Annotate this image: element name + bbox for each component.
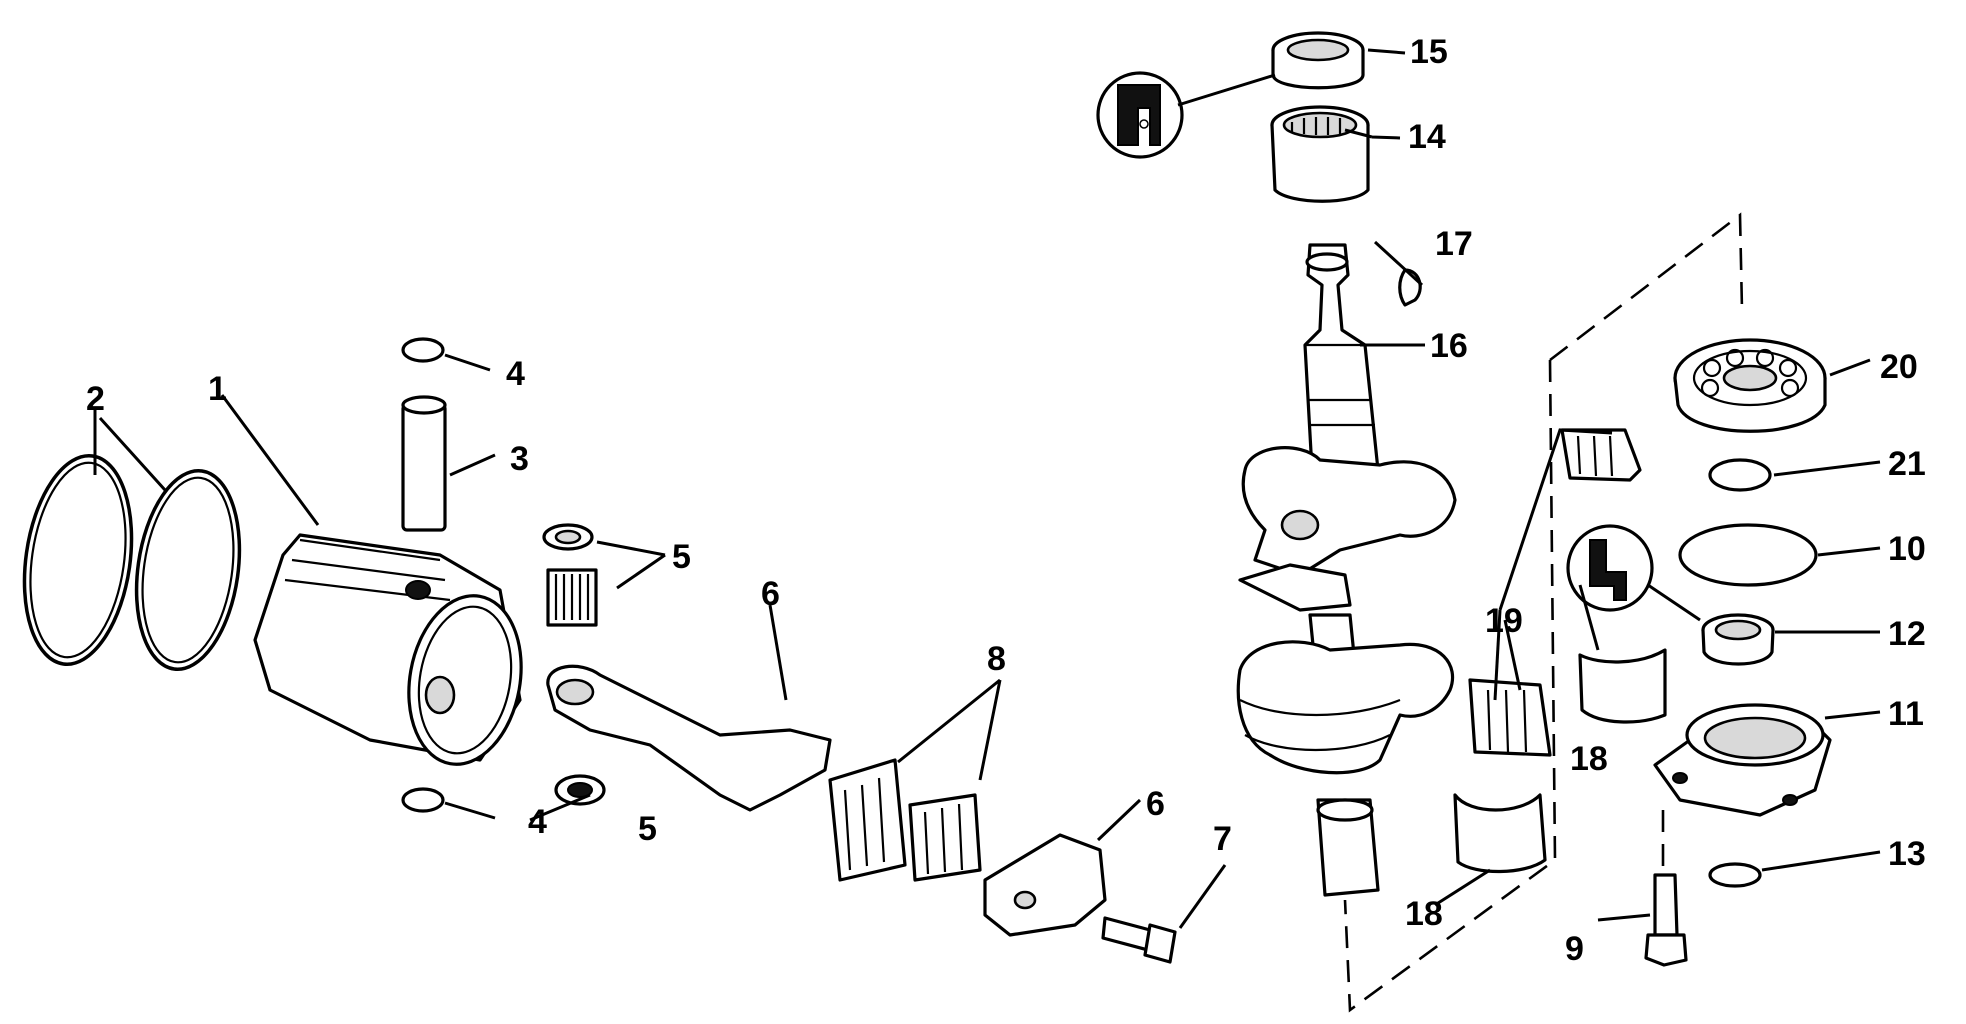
label-17: 17 [1435,225,1473,263]
label-9: 9 [1565,930,1584,968]
seal-profile-inset-lower [1566,524,1701,622]
rod-cap [983,833,1107,937]
leader-lines [93,48,1881,929]
assembly-dashed-lines [1343,212,1744,1013]
label-12: 12 [1888,615,1926,653]
label-8: 8 [987,640,1006,678]
snap-ring [1708,458,1772,492]
callout-labels: 1 2 3 4 5 6 8 6 7 4 5 15 14 17 16 19 18 … [86,33,1926,968]
main-bearing-cage-upper [1560,428,1642,482]
label-10: 10 [1888,530,1926,568]
label-19: 19 [1485,602,1523,640]
label-15: 15 [1410,33,1448,71]
bearing-housing [1653,703,1832,817]
label-6-cap: 6 [1146,785,1165,823]
label-2: 2 [86,380,105,418]
rod-bearing-cage-left [828,758,907,882]
label-1: 1 [208,370,227,408]
crankshaft [1236,243,1457,897]
pin-bearing-top [542,523,598,627]
lower-seal [1701,613,1775,666]
connecting-rod [546,664,832,812]
pin-bearing-bottom [554,774,606,806]
label-4-top: 4 [506,355,525,393]
housing-screw [1644,873,1688,967]
piston [253,533,523,766]
ball-bearing [1673,338,1827,433]
bearing-liner-lower [1453,793,1547,874]
label-18-lower: 18 [1405,895,1443,933]
label-13: 13 [1888,835,1926,873]
label-4-bottom: 4 [528,803,547,841]
o-ring [1678,523,1818,587]
rod-bolt [1101,916,1177,964]
retaining-ring-bottom [401,787,445,813]
piston-rings [22,454,242,672]
washer [1708,862,1762,888]
bearing-liner-upper [1578,648,1667,724]
label-3: 3 [510,440,529,478]
rod-bearing-cage-right [908,793,982,882]
retaining-ring-top [401,337,445,363]
label-18-upper: 18 [1570,740,1608,778]
label-20: 20 [1880,348,1918,386]
wrist-pin [401,395,447,532]
upper-main-bearing [1270,105,1370,203]
label-7: 7 [1213,820,1232,858]
label-6-rod: 6 [761,575,780,613]
oil-seal-top [1271,31,1365,90]
seal-profile-inset [1096,71,1276,159]
label-11: 11 [1888,695,1924,733]
label-14: 14 [1408,118,1446,156]
label-5-bottom: 5 [638,810,657,848]
label-21: 21 [1888,445,1926,483]
main-bearing-cage-lower [1468,678,1552,757]
label-16: 16 [1430,327,1468,365]
label-5-top: 5 [672,538,691,576]
